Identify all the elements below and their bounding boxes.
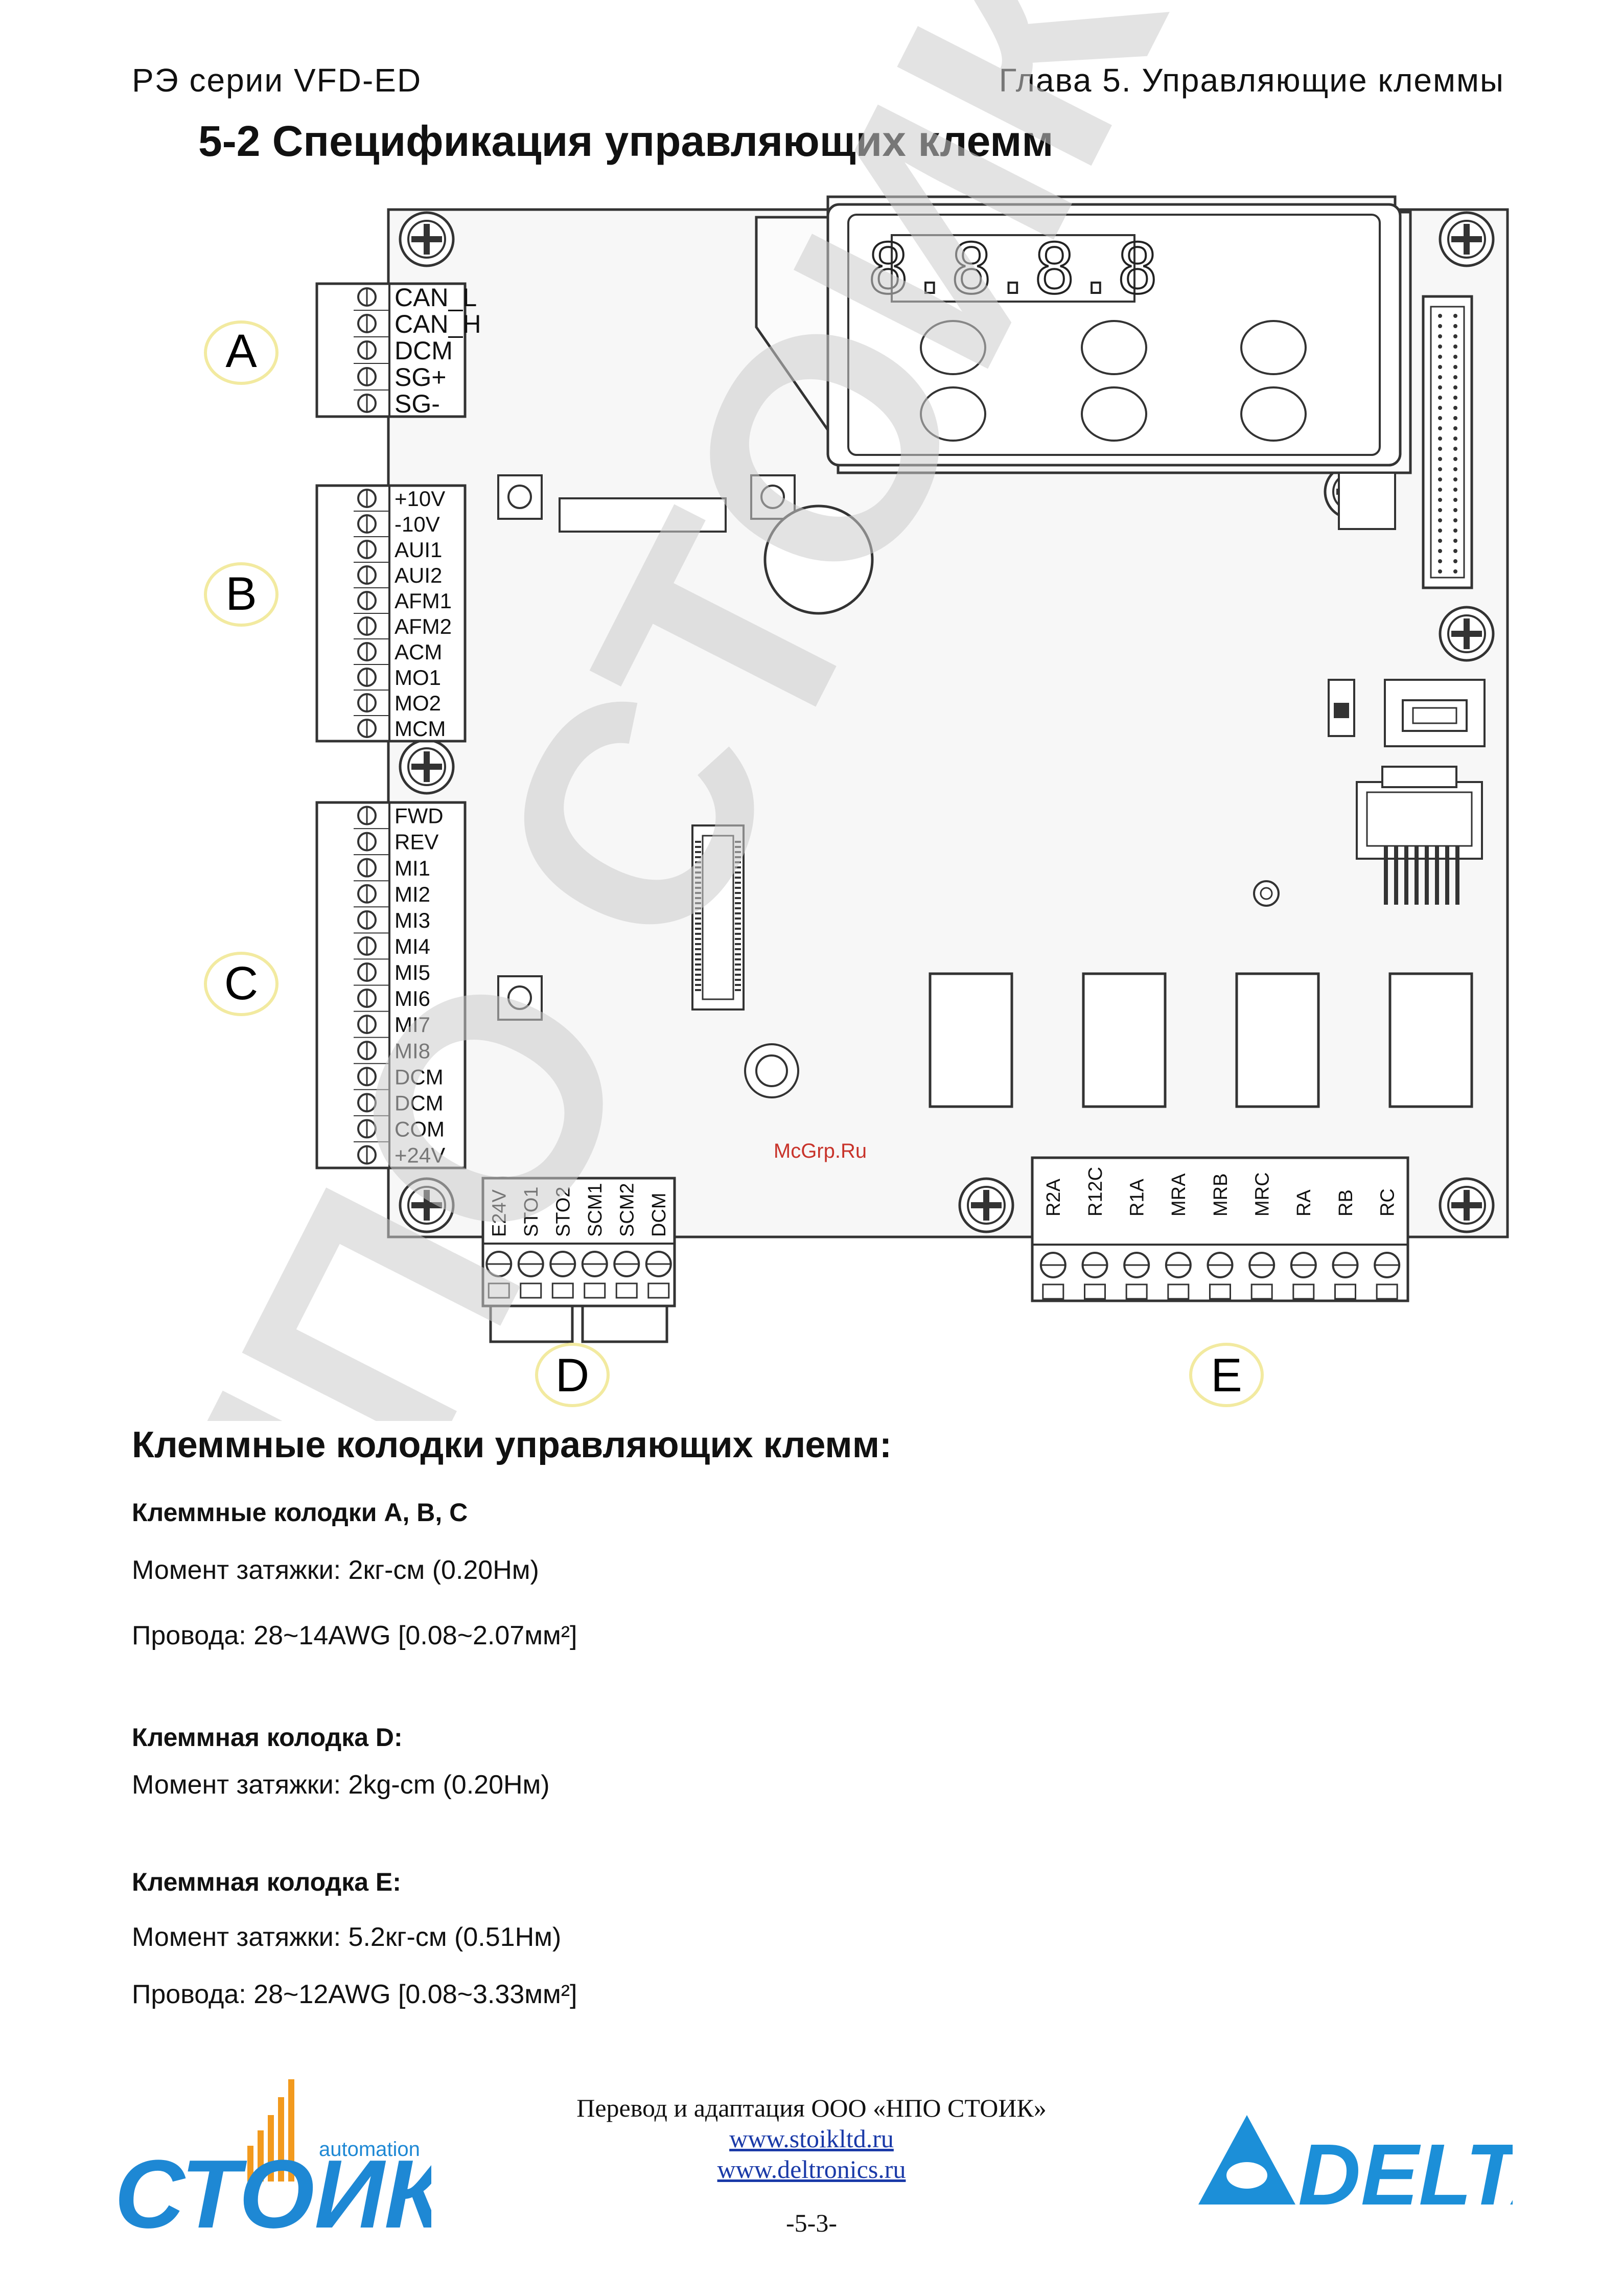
screw-icon (1439, 211, 1495, 267)
keypad-display-module: 8.8.8.8 (755, 195, 1412, 530)
header-series: РЭ серии VFD-ED (132, 62, 422, 99)
terminal-label: RC (1377, 1188, 1398, 1216)
terminal-label: AFM2 (395, 614, 452, 638)
control-board-diagram: 8.8.8.8 (68, 0, 1509, 1421)
section-heading: Клеммные колодки управляющих клемм: (132, 1425, 892, 1465)
terminal-label: MRA (1168, 1173, 1190, 1216)
terminal-label: MI4 (395, 934, 430, 958)
terminal-label: MRB (1210, 1174, 1232, 1216)
label-e: E (1211, 1349, 1242, 1402)
abc-torque: Момент затяжки: 2кг-см (0.20Нм) (132, 1555, 539, 1585)
screw-icon (958, 1177, 1014, 1233)
terminal-label: MI2 (395, 882, 430, 906)
terminal-label: DCM (648, 1192, 670, 1237)
terminal-label: E24V (489, 1189, 511, 1237)
terminal-label: AUI2 (395, 563, 442, 587)
terminal-label: +24V (395, 1143, 445, 1167)
stoik-bars-icon (247, 2079, 294, 2182)
e-wire: Провода: 28~12AWG [0.08~3.33мм²] (132, 1980, 577, 2009)
terminal-label: +10V (395, 487, 445, 511)
terminal-label: SG+ (395, 363, 446, 392)
terminal-label: CAN_L (395, 283, 477, 312)
terminal-label: AUI1 (395, 538, 442, 562)
screw-icon (1439, 606, 1495, 662)
seven-segment-display: 8.8.8.8 (868, 229, 1158, 309)
terminal-label: DCM (395, 1065, 444, 1089)
header-chapter: Глава 5. Управляющие клеммы (999, 62, 1504, 99)
abc-wire: Провода: 28~14AWG [0.08~2.07мм²] (132, 1621, 577, 1650)
keypad-buttons (920, 320, 1307, 442)
terminal-label: FWD (395, 804, 444, 828)
terminal-label: SCM1 (585, 1183, 606, 1237)
terminal-label: REV (395, 830, 438, 854)
footer-translation: Перевод и адаптация ООО «НПО СТОИК» (576, 2094, 1047, 2122)
label-b: B (225, 568, 257, 620)
label-c: C (224, 957, 258, 1009)
site-mark: McGrp.Ru (774, 1140, 867, 1162)
terminal-label: MI7 (395, 1013, 430, 1037)
terminal-label: MI6 (395, 986, 430, 1011)
footer-link-deltronics[interactable]: www.deltronics.ru (717, 2155, 906, 2184)
delta-triangle-icon (1198, 2115, 1295, 2205)
terminal-block-e: R2A R12C R1A MRA MRB MRC RA RB RC (1031, 1156, 1409, 1302)
delta-logo: DELTA (1198, 2115, 1513, 2212)
abc-heading: Клеммные колодки A, B, C (132, 1498, 468, 1527)
terminal-label: RA (1293, 1189, 1315, 1216)
group-labels: A B C D E (204, 320, 1264, 1407)
terminal-label: R1A (1126, 1178, 1148, 1216)
terminal-label: ACM (395, 640, 442, 664)
stoik-logo-text: СТОИК (114, 2140, 431, 2238)
terminal-block-c: FWDREVMI1MI2MI3MI4MI5MI6MI7MI8DCMDCMCOM+… (315, 801, 467, 1169)
terminal-label: CAN_H (395, 310, 481, 338)
terminal-label: AFM1 (395, 589, 452, 613)
d-torque: Момент затяжки: 2kg-cm (0.20Нм) (132, 1770, 550, 1800)
terminal-label: STO1 (521, 1186, 542, 1237)
stoik-logo-sub: automation (319, 2138, 420, 2161)
terminal-label: MI3 (395, 908, 430, 932)
screw-icon (399, 1177, 455, 1233)
footer-link-stoik[interactable]: www.stoikltd.ru (729, 2124, 894, 2153)
e-heading: Клеммная колодка E: (132, 1868, 401, 1896)
terminal-label: MI1 (395, 856, 430, 880)
terminal-label: SCM2 (617, 1183, 638, 1237)
terminal-label: R12C (1085, 1167, 1106, 1216)
terminal-label: -10V (395, 512, 440, 536)
ribbon-connector (1422, 295, 1473, 589)
terminal-label: COM (395, 1117, 445, 1141)
terminal-label: R2A (1043, 1178, 1064, 1216)
terminal-label: MRC (1251, 1172, 1273, 1216)
terminal-label: MCM (395, 717, 446, 741)
page-number: -5-3- (786, 2209, 837, 2237)
screw-icon (1439, 1177, 1495, 1233)
screw-icon (399, 739, 455, 795)
d-heading: Клеммная колодка D: (132, 1723, 403, 1752)
terminal-label: MO2 (395, 691, 441, 715)
e-torque: Момент затяжки: 5.2кг-см (0.51Нм) (132, 1922, 562, 1952)
delta-logo-text: DELTA (1298, 2126, 1513, 2212)
screw-icon (399, 211, 455, 267)
terminal-label: DCM (395, 1091, 444, 1115)
page-title: 5-2 Спецификация управляющих клемм (198, 117, 1054, 165)
terminal-label: RB (1335, 1189, 1357, 1216)
board-components (497, 474, 1486, 1108)
terminal-block-d: E24V STO1 STO2 SCM1 SCM2 DCM (481, 1177, 676, 1343)
label-d: D (555, 1349, 589, 1402)
stoik-logo: automation СТОИК (114, 2079, 431, 2238)
terminal-label: DCM (395, 336, 453, 365)
terminal-label: STO2 (553, 1186, 574, 1237)
label-a: A (225, 325, 257, 377)
terminal-label: SG- (395, 389, 440, 418)
terminal-label: MI8 (395, 1039, 430, 1063)
terminal-label: MO1 (395, 665, 441, 690)
terminal-label: MI5 (395, 960, 430, 984)
